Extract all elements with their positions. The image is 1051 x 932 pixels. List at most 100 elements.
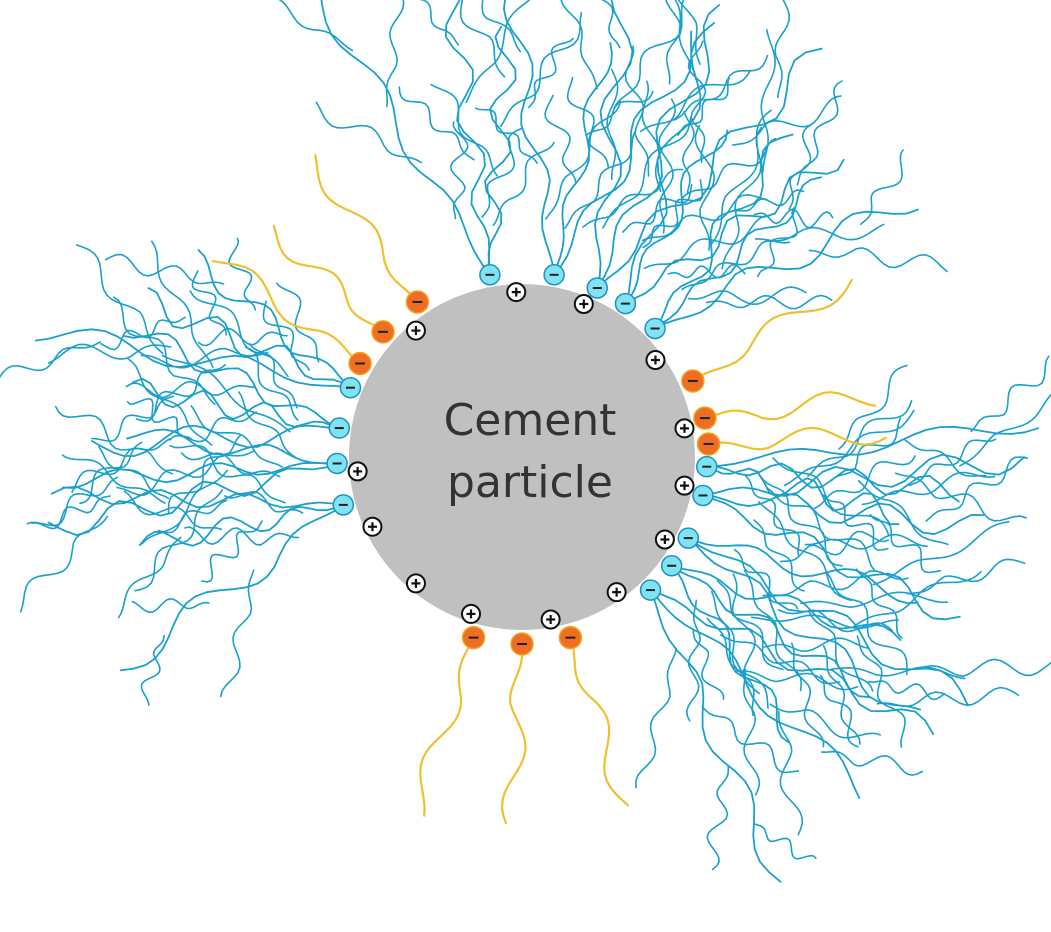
comb-branch: [613, 0, 685, 109]
comb-branch: [141, 469, 229, 545]
comb-branch: [778, 710, 803, 836]
comb-branch: [867, 680, 946, 701]
comb-anchor-negative: [692, 484, 714, 507]
comb-branch: [908, 438, 997, 487]
comb-chain: [654, 208, 919, 330]
linear-chain: [569, 636, 629, 807]
comb-chain: [132, 377, 341, 429]
comb-branch: [681, 137, 777, 199]
comb-branch: [228, 237, 257, 311]
comb-branch: [721, 126, 763, 270]
comb-branch: [19, 515, 109, 613]
comb-branch: [687, 40, 707, 163]
linear-chain: [211, 260, 362, 365]
comb-chain: [702, 493, 985, 536]
linear-anchor-negative: [371, 320, 395, 344]
comb-chain: [503, 0, 555, 276]
comb-branch: [701, 706, 800, 774]
linear-anchor-negative: [461, 625, 486, 650]
comb-branch: [853, 571, 982, 627]
comb-chain: [702, 453, 1025, 497]
comb-branch: [197, 327, 288, 347]
comb-anchor-negative: [332, 494, 355, 516]
comb-branch: [104, 253, 225, 285]
comb-chain: [705, 425, 1040, 468]
linear-anchor-negative: [510, 632, 534, 656]
linear-chain: [419, 636, 475, 817]
comb-anchor-negative: [614, 292, 637, 315]
comb-branch: [475, 107, 538, 164]
comb-branch: [831, 666, 966, 680]
positive-charge: [573, 294, 594, 315]
comb-anchor-negative: [586, 277, 608, 299]
comb-branch: [681, 240, 791, 291]
comb-branch: [180, 452, 281, 478]
cement-particle: [349, 284, 695, 630]
comb-branch: [716, 579, 784, 671]
comb-chain: [649, 589, 935, 736]
comb-branch: [98, 446, 170, 500]
comb-chain: [126, 428, 338, 465]
comb-branch: [544, 99, 622, 220]
comb-branch: [0, 341, 101, 378]
comb-anchor-negative: [660, 554, 683, 577]
comb-branch: [808, 609, 874, 692]
comb-branch: [710, 109, 772, 245]
comb-chain: [147, 287, 352, 389]
comb-anchor-negative: [677, 527, 700, 549]
comb-anchor-negative: [639, 579, 662, 601]
comb-branch: [169, 444, 286, 504]
comb-chain: [702, 494, 961, 621]
linear-chain: [707, 426, 887, 451]
comb-anchor-negative: [644, 317, 666, 340]
comb-branch: [75, 244, 164, 355]
comb-branch: [757, 206, 798, 278]
comb-branch: [913, 658, 1051, 677]
positive-charge: [405, 573, 426, 594]
comb-branch: [224, 491, 304, 514]
comb-branch: [777, 609, 894, 633]
comb-branch: [167, 434, 242, 514]
linear-chain: [703, 391, 877, 421]
comb-branch: [855, 568, 903, 639]
comb-branch: [766, 487, 876, 572]
comb-branch: [26, 476, 119, 527]
comb-branch: [169, 411, 258, 443]
linear-chain: [691, 278, 853, 382]
comb-anchor-negative: [479, 264, 501, 286]
comb-branch: [822, 645, 861, 745]
comb-branch: [682, 110, 695, 194]
linear-anchor-negative: [681, 369, 705, 393]
comb-branch: [804, 533, 928, 550]
comb-branch: [731, 95, 842, 146]
positive-charge: [654, 529, 675, 550]
comb-branch: [642, 179, 704, 249]
linear-anchor-negative: [693, 406, 717, 430]
comb-chain: [553, 42, 613, 276]
positive-charge: [362, 516, 383, 537]
comb-branch: [830, 417, 902, 482]
comb-branch: [796, 80, 843, 186]
comb-branch: [191, 270, 228, 336]
comb-branch: [869, 513, 941, 574]
linear-chain: [500, 642, 527, 825]
comb-branch: [705, 294, 833, 310]
comb-branch: [800, 591, 949, 608]
comb-branch: [756, 470, 843, 567]
comb-branch: [150, 240, 214, 368]
comb-chain: [197, 249, 352, 389]
comb-branch: [772, 457, 890, 537]
comb-branch: [643, 214, 767, 270]
positive-charge: [606, 582, 627, 603]
comb-branch: [820, 750, 923, 776]
comb-branch: [238, 391, 297, 459]
comb-branch: [639, 70, 751, 133]
comb-branch: [754, 223, 885, 242]
comb-branch: [876, 686, 1020, 708]
comb-branch: [47, 343, 172, 364]
comb-branch: [872, 520, 1010, 586]
comb-branch: [398, 86, 475, 161]
comb-anchor-negative: [339, 376, 362, 399]
comb-branch: [79, 441, 143, 505]
comb-chain: [624, 129, 729, 305]
